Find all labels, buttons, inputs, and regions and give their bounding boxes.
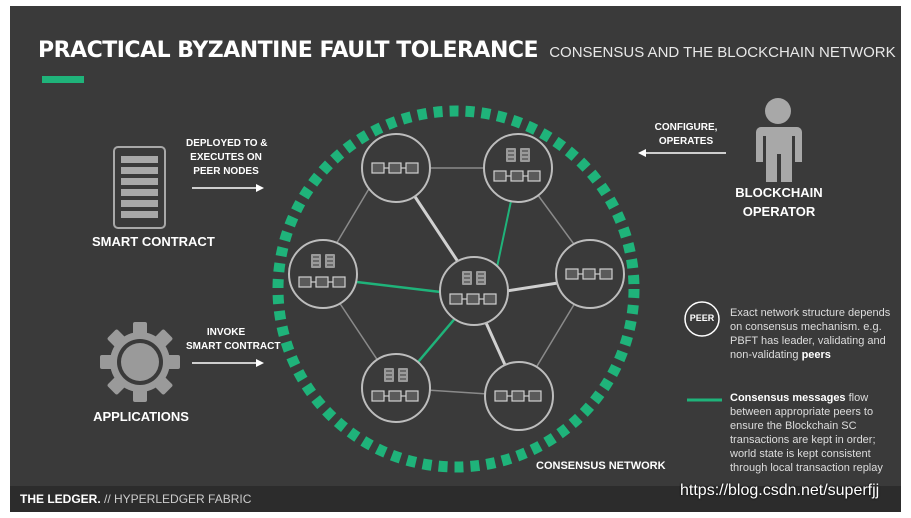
invoke-label: INVOKE SMART CONTRACT xyxy=(186,326,281,354)
person-icon xyxy=(756,98,802,182)
msg-note-line-6: through local transaction replay xyxy=(730,462,883,474)
msg-note-line-2: between appropriate peers to xyxy=(730,406,874,418)
smart-contract-label: SMART CONTRACT xyxy=(92,234,215,249)
watermark-url: https://blog.csdn.net/superfjj xyxy=(680,482,880,499)
peer-node-bottom-right xyxy=(484,361,554,431)
peer-node-bottom-left xyxy=(361,353,431,423)
footer-text: THE LEDGER. // HYPERLEDGER FABRIC xyxy=(20,492,251,506)
configure-label: CONFIGURE, OPERATES xyxy=(646,121,726,149)
peer-note: Exact network structure depends on conse… xyxy=(730,306,900,362)
consensus-network-label: CONSENSUS NETWORK xyxy=(536,460,666,472)
peer-badge-icon xyxy=(684,301,720,337)
ledger-chain-icon xyxy=(298,276,346,288)
peer-node-right xyxy=(555,239,625,309)
deployed-line-1: DEPLOYED TO & xyxy=(186,138,268,149)
peer-badge-label: PEER xyxy=(689,313,715,323)
consensus-ring xyxy=(272,105,640,473)
peer-node-top-left xyxy=(361,133,431,203)
peer-node-top-right xyxy=(483,133,553,203)
msg-note-line-4: transactions are kept in order; xyxy=(730,434,876,446)
applications-label: APPLICATIONS xyxy=(93,409,189,424)
footer-sub: // HYPERLEDGER FABRIC xyxy=(100,492,252,506)
configure-arrow xyxy=(638,149,726,157)
peer-note-line-1: Exact network structure depends xyxy=(730,307,891,319)
msg-note-line-1: Consensus messages flow xyxy=(730,391,900,405)
msg-note-line-5: world state is kept consistent xyxy=(730,448,871,460)
smart-contract-doc-icon xyxy=(506,148,530,162)
document-stack-icon xyxy=(113,146,166,229)
configure-line-2: OPERATES xyxy=(658,136,714,147)
peer-node-left xyxy=(288,239,358,309)
configure-line-1: CONFIGURE, xyxy=(654,122,718,133)
msg-note-line-1-rest: flow xyxy=(845,392,869,404)
peer-note-line-3: PBFT has leader, validating and xyxy=(730,335,886,347)
ledger-chain-icon xyxy=(493,170,541,182)
gear-icon xyxy=(100,322,180,402)
deployed-arrow xyxy=(192,184,264,192)
ledger-chain-icon xyxy=(371,390,419,402)
msg-note-line-1-bold: Consensus messages xyxy=(730,392,846,404)
smart-contract-doc-icon xyxy=(462,271,486,285)
invoke-line-2: SMART CONTRACT xyxy=(186,341,281,352)
page-subtitle: CONSENSUS AND THE BLOCKCHAIN NETWORK xyxy=(549,44,896,61)
smart-contract-doc-icon xyxy=(311,254,335,268)
peer-node-center xyxy=(439,256,509,326)
ledger-chain-icon xyxy=(494,390,542,402)
operator-line-1: BLOCKCHAIN xyxy=(735,185,823,200)
ledger-chain-icon xyxy=(565,268,613,280)
peer-note-line-2: on consensus mechanism. e.g. xyxy=(730,321,882,333)
peer-note-line-4-bold: peers xyxy=(801,349,831,361)
page-title: PRACTICAL BYZANTINE FAULT TOLERANCE CONS… xyxy=(38,38,896,63)
footer-brand: THE LEDGER. xyxy=(20,492,101,506)
invoke-arrow xyxy=(192,359,264,367)
ledger-chain-icon xyxy=(449,293,497,305)
title-text: PRACTICAL BYZANTINE FAULT TOLERANCE xyxy=(38,38,539,63)
diagram-canvas: PRACTICAL BYZANTINE FAULT TOLERANCE CONS… xyxy=(10,6,901,512)
deployed-label: DEPLOYED TO & EXECUTES ON PEER NODES xyxy=(186,137,268,179)
operator-line-2: OPERATOR xyxy=(742,204,816,219)
smart-contract-doc-icon xyxy=(384,368,408,382)
peer-note-line-4: non-validating peers xyxy=(730,348,900,362)
invoke-line-1: INVOKE xyxy=(206,327,246,338)
consensus-message-note: Consensus messages flow between appropri… xyxy=(730,391,900,475)
footer-bar: THE LEDGER. // HYPERLEDGER FABRIC xyxy=(10,486,901,512)
peer-note-line-4-text: non-validating xyxy=(730,349,802,361)
operator-label: BLOCKCHAIN OPERATOR xyxy=(734,183,824,221)
deployed-line-3: PEER NODES xyxy=(193,166,259,177)
ledger-chain-icon xyxy=(371,162,419,174)
msg-note-line-3: ensure the Blockchain SC xyxy=(730,420,857,432)
title-accent-bar xyxy=(42,76,84,83)
deployed-line-2: EXECUTES ON xyxy=(190,152,262,163)
network-diagram xyxy=(100,98,802,473)
